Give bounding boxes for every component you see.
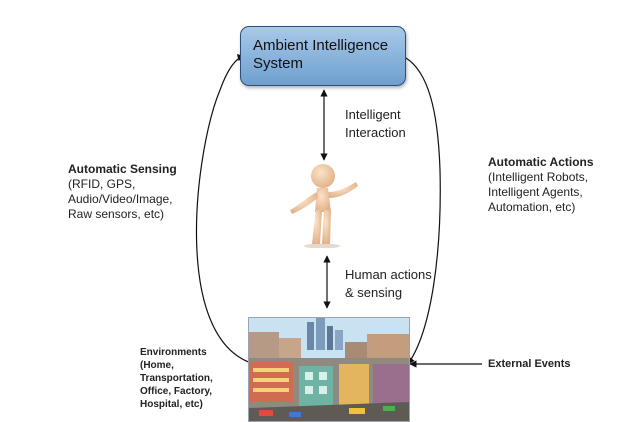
3d-human-figure-icon <box>290 164 358 248</box>
automatic-actions-title: Automatic Actions <box>488 155 594 169</box>
ambient-intelligence-system-box: Ambient Intelligence System <box>240 26 406 86</box>
city-illustration <box>248 317 410 422</box>
intelligent-interaction-label: Intelligent Interaction <box>345 107 406 140</box>
automatic-sensing-title: Automatic Sensing <box>68 162 177 176</box>
environments-label: Environments (Home, Transportation, Offi… <box>140 347 213 410</box>
external-events-label: External Events <box>488 358 571 370</box>
system-title-line1: Ambient Intelligence <box>253 37 389 54</box>
human-actions-label: Human actions & sensing <box>345 267 432 300</box>
automatic-actions-loop <box>405 57 441 365</box>
system-title-line2: System <box>253 55 304 72</box>
automatic-actions-label: Automatic Actions (Intelligent Robots, I… <box>488 155 594 214</box>
automatic-sensing-label: Automatic Sensing (RFID, GPS, Audio/Vide… <box>68 162 177 221</box>
automatic-sensing-loop <box>195 54 259 366</box>
